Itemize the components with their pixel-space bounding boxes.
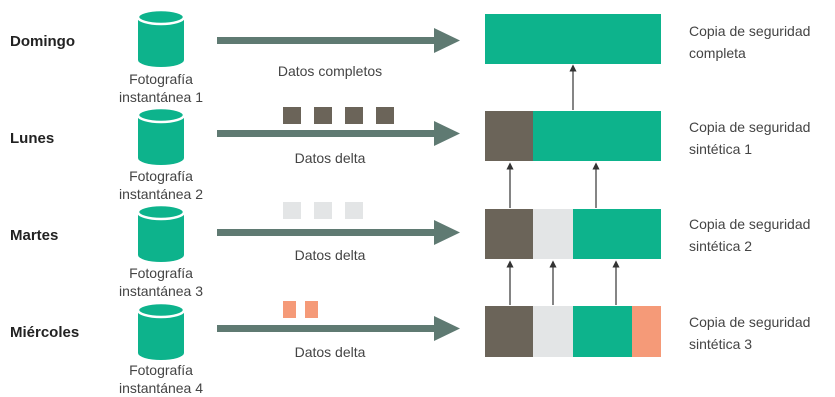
- delta-blocks-monday: [283, 107, 394, 124]
- backup-label-line1: Copia de seguridad: [689, 23, 811, 39]
- backup-synthetic-3-bar: [485, 306, 661, 357]
- database-cylinder-icon: [136, 8, 186, 67]
- flow-label: Datos delta: [294, 344, 366, 360]
- snapshot-label-line1: Fotografía: [129, 265, 193, 281]
- backup-label: Copia de seguridad completa: [689, 20, 810, 64]
- snapshot-label: Fotografía instantánea 3: [96, 264, 226, 300]
- backup-label-line2: sintética 1: [689, 141, 753, 157]
- backup-label: Copia de seguridad sintética 1: [689, 116, 810, 160]
- backup-label-line1: Copia de seguridad: [689, 119, 811, 135]
- snapshot-label-line2: instantánea 3: [118, 283, 204, 299]
- flow-label: Datos delta: [294, 150, 366, 166]
- day-label: Martes: [10, 227, 59, 244]
- day-label: Lunes: [10, 130, 55, 147]
- backup-label-line1: Copia de seguridad: [689, 314, 811, 330]
- flow-label: Datos completos: [277, 63, 383, 79]
- snapshot-label-line2: instantánea 2: [118, 186, 204, 202]
- database-cylinder-icon: [136, 301, 186, 360]
- arrow-up-icon: [506, 64, 620, 305]
- snapshot-label: Fotografía instantánea 1: [96, 70, 226, 106]
- backup-label-line2: sintética 3: [689, 336, 753, 352]
- snapshot-label-line1: Fotografía: [129, 168, 193, 184]
- backup-synthetic-2-bar: [485, 209, 661, 259]
- arrow-right-icon: [217, 220, 460, 245]
- snapshot-label-line2: instantánea 1: [118, 89, 204, 105]
- backup-label: Copia de seguridad sintética 2: [689, 213, 810, 257]
- delta-blocks-tuesday: [283, 202, 363, 219]
- backup-label-line2: completa: [689, 45, 746, 61]
- database-cylinder-icon: [136, 203, 186, 262]
- backup-label: Copia de seguridad sintética 3: [689, 311, 810, 355]
- snapshot-label-line1: Fotografía: [129, 362, 193, 378]
- snapshot-label-line2: instantánea 4: [118, 380, 204, 396]
- backup-label-line1: Copia de seguridad: [689, 216, 811, 232]
- snapshot-label: Fotografía instantánea 2: [96, 167, 226, 203]
- arrow-right-icon: [217, 28, 460, 53]
- arrow-right-icon: [217, 121, 460, 146]
- backup-full-bar: [485, 14, 661, 64]
- day-label: Miércoles: [10, 324, 80, 341]
- backup-synthetic-1-bar: [485, 111, 661, 161]
- database-cylinder-icon: [136, 106, 186, 165]
- day-label: Domingo: [10, 33, 75, 50]
- snapshot-label-line1: Fotografía: [129, 71, 193, 87]
- flow-label: Datos delta: [294, 247, 366, 263]
- snapshot-label: Fotografía instantánea 4: [96, 361, 226, 397]
- delta-blocks-wednesday: [283, 301, 318, 318]
- backup-label-line2: sintética 2: [689, 238, 753, 254]
- arrow-right-icon: [217, 316, 460, 341]
